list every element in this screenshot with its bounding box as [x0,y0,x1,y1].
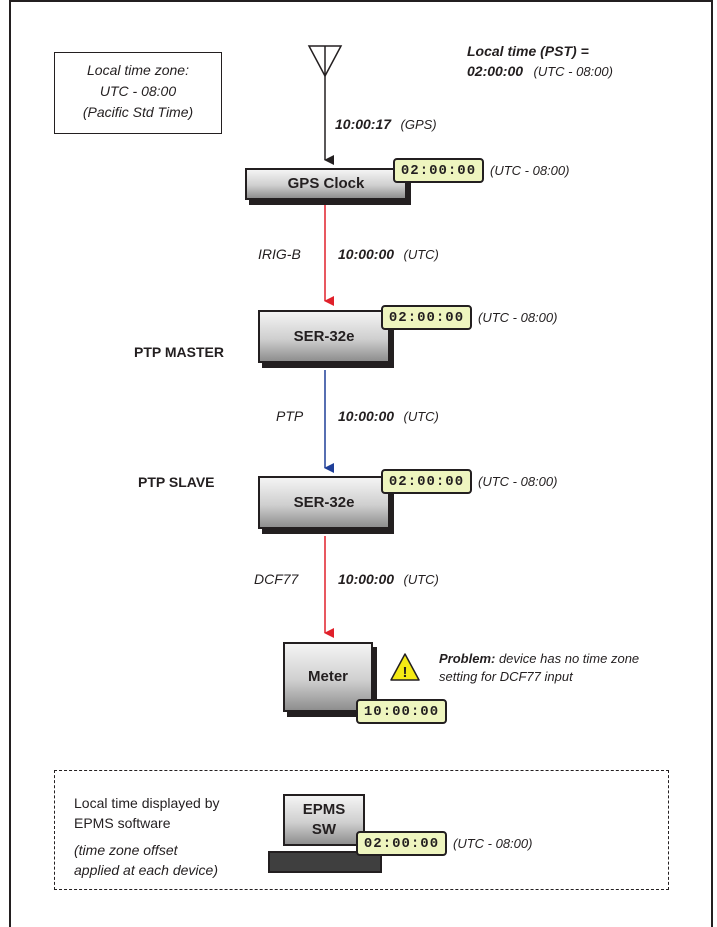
ptp-ref: (UTC) [403,409,439,424]
meter-label: Meter [307,668,348,685]
dcf77-ref: (UTC) [403,572,439,587]
epms-offset: (UTC - 08:00) [453,836,533,851]
ptp-slave-label: SER-32e [293,493,355,511]
gps-signal-label: 10:00:17 (GPS) [335,116,437,134]
local-time-offset: (UTC - 08:00) [533,64,613,79]
svg-text:!: ! [403,664,408,681]
local-time-value: 02:00:00 [467,63,524,79]
ptp-slave-role: PTP SLAVE [138,474,215,490]
gps-signal-time: 10:00:17 [335,116,392,132]
timezone-note: Local time zone: UTC - 08:00 (Pacific St… [54,52,222,134]
ptp-time-label: 10:00:00 (UTC) [338,408,439,426]
dcf77-time: 10:00:00 [338,571,395,587]
ptp-slave-display: 02:00:00 [381,469,472,494]
ptp-master-offset: (UTC - 08:00) [478,310,558,325]
ptp-master-device: SER-32e [258,310,390,363]
problem-line1: device has no time zone [495,651,640,666]
ptp-slave-device: SER-32e [258,476,390,529]
problem-note: Problem: device has no time zone setting… [439,650,639,686]
irig-b-time-label: 10:00:00 (UTC) [338,246,439,264]
gps-clock-label: GPS Clock [287,175,365,192]
epms-desc-line1: Local time displayed by [74,795,220,811]
ptp-master-role: PTP MASTER [134,344,224,360]
gps-clock-offset: (UTC - 08:00) [490,163,570,178]
ptp-slave-offset: (UTC - 08:00) [478,474,558,489]
diagram-frame [9,0,713,927]
problem-line2: setting for DCF77 input [439,669,573,684]
epms-computer-base [268,851,382,873]
epms-description: Local time displayed by EPMS software [74,793,220,833]
epms-label-line2: SW [311,821,337,838]
gps-clock-display: 02:00:00 [393,158,484,183]
dcf77-protocol: DCF77 [254,571,299,587]
epms-note-line2: applied at each device) [74,862,218,878]
gps-clock-device: GPS Clock [245,168,407,200]
gps-signal-source: (GPS) [400,117,437,132]
local-time-line: 02:00:00 (UTC - 08:00) [467,63,613,81]
epms-desc-line2: EPMS software [74,815,171,831]
warning-icon: ! [390,653,420,681]
ptp-master-display: 02:00:00 [381,305,472,330]
ptp-time: 10:00:00 [338,408,395,424]
dcf77-time-label: 10:00:00 (UTC) [338,571,439,589]
local-time-heading: Local time (PST) = [467,43,589,59]
irig-b-ref: (UTC) [403,247,439,262]
epms-note-line1: (time zone offset [74,842,178,858]
epms-box [54,770,669,890]
antenna-icon [307,45,343,78]
epms-note: (time zone offset applied at each device… [74,840,218,880]
timezone-note-line3: (Pacific Std Time) [82,104,194,120]
ptp-protocol: PTP [276,408,304,424]
problem-heading: Problem: [439,651,496,666]
meter-display: 10:00:00 [356,699,447,724]
epms-software-device: EPMS SW [283,794,365,846]
ptp-master-label: SER-32e [293,327,355,345]
epms-display: 02:00:00 [356,831,447,856]
irig-b-time: 10:00:00 [338,246,395,262]
timezone-note-line1: Local time zone: [87,62,189,78]
epms-label-line1: EPMS [302,801,346,818]
irig-b-protocol: IRIG-B [258,246,301,262]
timezone-note-line2: UTC - 08:00 [99,83,177,99]
